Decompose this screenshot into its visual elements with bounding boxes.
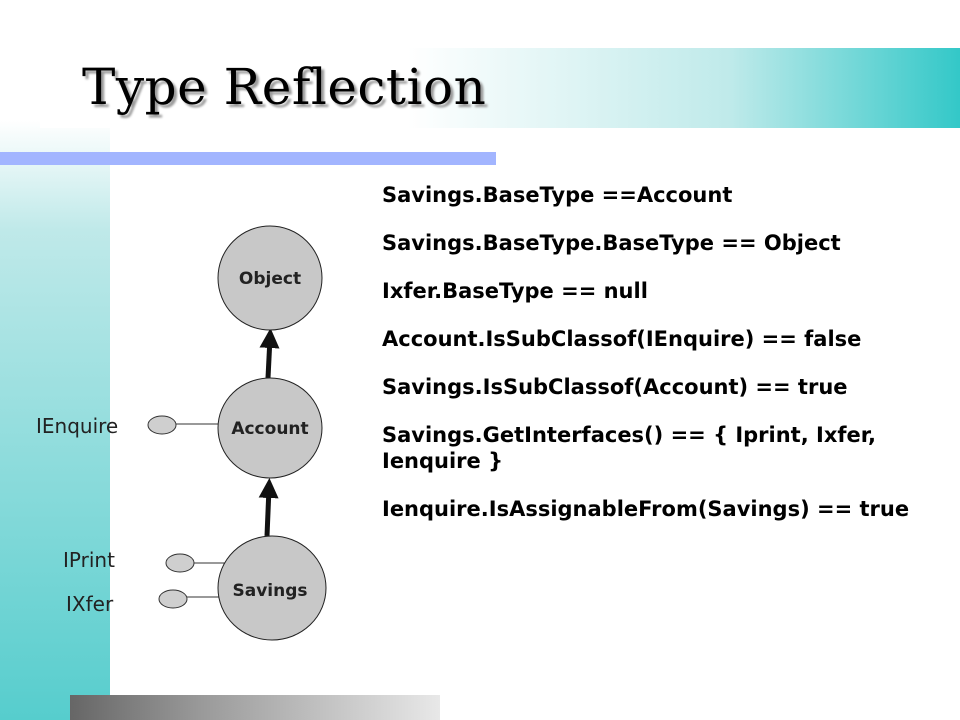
ixfer-interface-circle — [158, 589, 188, 609]
savings-node-label: Savings — [232, 581, 307, 601]
fact-item: Account.IsSubClassof(IEnquire) == false — [382, 327, 862, 351]
object-node-label: Object — [239, 269, 301, 289]
slide-title: Type Reflection — [82, 58, 487, 116]
savings-node — [217, 535, 327, 641]
fact-item: Savings.GetInterfaces() == { Iprint, Ixf… — [382, 423, 876, 473]
savings-to-account-arrow — [258, 478, 279, 537]
fact-item: Savings.IsSubClassof(Account) == true — [382, 375, 848, 399]
account-node — [217, 377, 323, 479]
ixfer-label: IXfer — [66, 592, 114, 616]
iprint-interface-circle — [165, 553, 195, 573]
iprint-label: IPrint — [63, 548, 115, 572]
fact-item: Ienquire.IsAssignableFrom(Savings) == tr… — [382, 497, 910, 521]
account-node-label: Account — [231, 419, 308, 439]
ienquire-interface-circle — [147, 415, 177, 435]
fact-item: Savings.BaseType ==Account — [382, 183, 733, 207]
title-gradient-band — [40, 48, 960, 128]
title-underline-bar — [0, 152, 496, 165]
footer-gradient-bar — [70, 695, 440, 720]
ienquire-label: IEnquire — [36, 414, 118, 438]
object-node — [217, 225, 323, 331]
fact-item: Savings.BaseType.BaseType == Object — [382, 231, 841, 255]
reflection-facts-list: Savings.BaseType ==Account Savings.BaseT… — [382, 182, 952, 544]
account-to-object-arrow — [259, 328, 280, 379]
fact-item: Ixfer.BaseType == null — [382, 279, 648, 303]
